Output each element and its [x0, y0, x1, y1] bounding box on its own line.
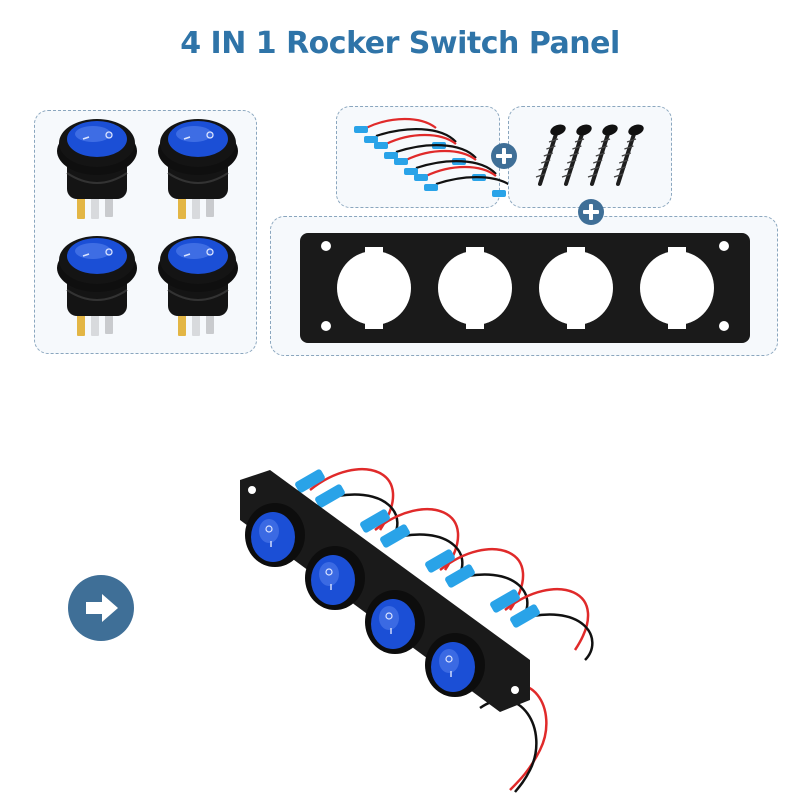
power-lead-black: [479, 698, 538, 793]
wires-illustration: [354, 118, 517, 197]
switch-hole: [438, 247, 512, 329]
rocker-switch: [158, 119, 238, 219]
screw: [561, 124, 592, 186]
wire-harness: [394, 150, 497, 181]
mounting-panel: [300, 233, 750, 343]
rocker-switch: [365, 590, 425, 654]
rocker-switch: [57, 236, 137, 336]
screw: [535, 124, 566, 186]
screws-box: [508, 106, 672, 208]
screw: [613, 124, 644, 186]
rocker-switch: [158, 236, 238, 336]
rocker-switch: [57, 119, 137, 219]
rocker-switch: [305, 546, 365, 610]
plus-icon: [578, 199, 604, 225]
assembled-panel-illustration: [240, 468, 594, 793]
switches-illustration: [57, 119, 238, 336]
switch-hole: [539, 247, 613, 329]
screw: [587, 124, 618, 186]
switch-hole: [640, 247, 714, 329]
rocker-switch: [245, 503, 305, 567]
wire-harness: [414, 166, 517, 197]
wire-harness: [490, 588, 594, 661]
arrow-right-icon: [68, 575, 134, 641]
plus-icon: [491, 143, 517, 169]
screws-illustration: [535, 124, 644, 186]
panel-illustration: [300, 233, 750, 343]
switch-hole: [337, 247, 411, 329]
page-title: 4 IN 1 Rocker Switch Panel: [180, 26, 620, 61]
rocker-switch: [425, 633, 485, 697]
